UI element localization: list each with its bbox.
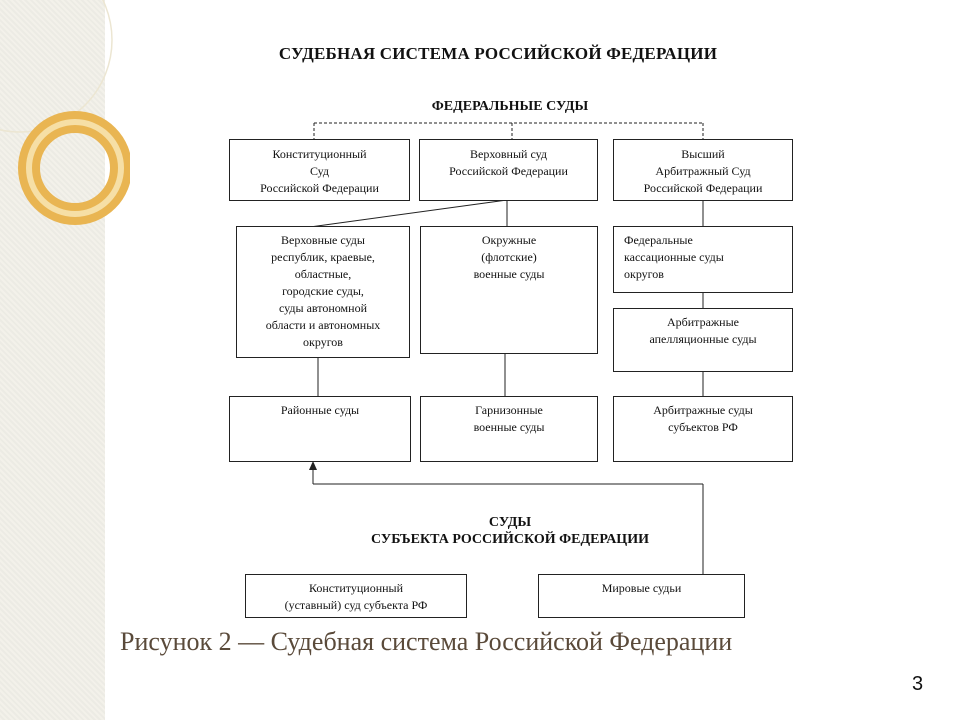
federal-courts-heading: ФЕДЕРАЛЬНЫЕ СУДЫ xyxy=(431,99,589,114)
supreme-court-box: Верховный суд Российской Федерации xyxy=(419,139,598,201)
subject-arbitration-courts-box: Арбитражные суды субъектов РФ xyxy=(613,396,793,462)
garrison-military-courts-box: Гарнизонные военные суды xyxy=(420,396,598,462)
subject-constitutional-court-box: Конституционный (уставный) суд субъекта … xyxy=(245,574,467,618)
supreme-arbitration-court-box: Высший Арбитражный Суд Российской Федера… xyxy=(613,139,793,201)
page-number: 3 xyxy=(912,673,924,695)
district-courts-box: Районные суды xyxy=(229,396,411,462)
arbitration-appeal-courts-box: Арбитражные апелляционные суды xyxy=(613,308,793,372)
district-military-courts-box: Окружные (флотские) военные суды xyxy=(420,226,598,354)
diagram-title: СУДЕБНАЯ СИСТЕМА РОССИЙСКОЙ ФЕДЕРАЦИИ xyxy=(278,44,718,63)
federal-cassation-courts-box: Федеральные кассационные суды округов xyxy=(613,226,793,293)
decorative-rings xyxy=(0,0,130,225)
constitutional-court-box: Конституционный Суд Российской Федерации xyxy=(229,139,410,201)
figure-caption: Рисунок 2 — Судебная система Российской … xyxy=(120,627,733,656)
subject-courts-heading: СУДЫ СУБЪЕКТА РОССИЙСКОЙ ФЕДЕРАЦИИ xyxy=(371,515,649,547)
regional-supreme-courts-box: Верховные суды республик, краевые, облас… xyxy=(236,226,410,358)
justices-of-peace-box: Мировые судьи xyxy=(538,574,745,618)
